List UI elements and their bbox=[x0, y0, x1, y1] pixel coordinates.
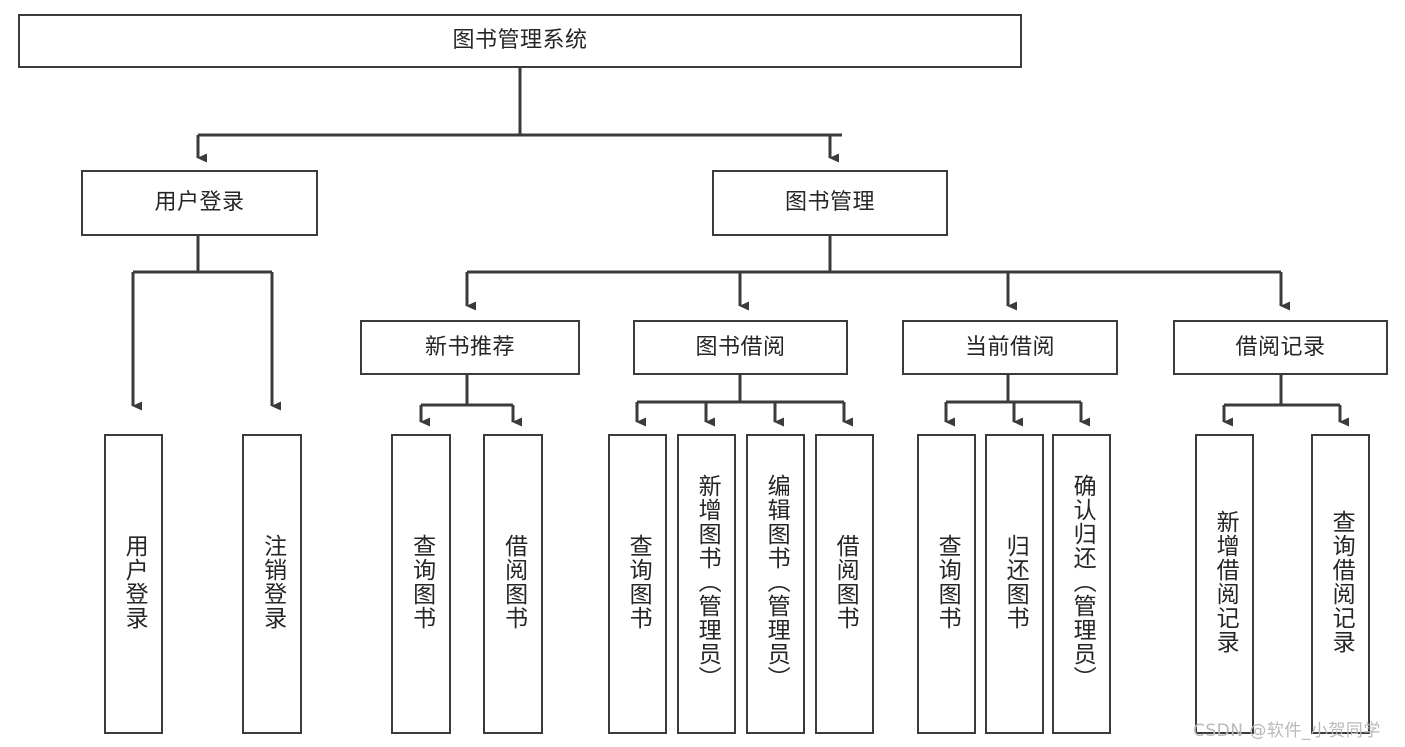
node-leaf-user-login-signin[interactable]: 用户登录 bbox=[104, 434, 163, 734]
node-new-book-recommend-label: 新书推荐 bbox=[424, 334, 515, 360]
node-leaf-label: 借阅图书 bbox=[832, 534, 859, 630]
node-book-management[interactable]: 图书管理 bbox=[712, 170, 948, 236]
node-new-book-recommend[interactable]: 新书推荐 bbox=[360, 320, 580, 375]
node-leaf-label: 借阅图书 bbox=[500, 534, 527, 630]
node-leaf-book-borrow-query[interactable]: 查询图书 bbox=[608, 434, 667, 734]
node-book-borrow[interactable]: 图书借阅 bbox=[633, 320, 848, 375]
node-leaf-book-borrow-add[interactable]: 新增图书（管理员） bbox=[677, 434, 736, 734]
node-root-book-management-system[interactable]: 图书管理系统 bbox=[18, 14, 1022, 68]
node-leaf-label: 查询借阅记录 bbox=[1328, 510, 1355, 654]
node-leaf-new-book-query[interactable]: 查询图书 bbox=[391, 434, 451, 734]
node-user-login[interactable]: 用户登录 bbox=[81, 170, 318, 236]
node-leaf-label: 新增借阅记录 bbox=[1212, 510, 1239, 654]
node-leaf-user-login-signout[interactable]: 注销登录 bbox=[242, 434, 302, 734]
node-leaf-label: 注销登录 bbox=[259, 534, 286, 630]
node-leaf-borrow-record-query[interactable]: 查询借阅记录 bbox=[1311, 434, 1370, 734]
node-leaf-current-borrow-confirm-return[interactable]: 确认归还（管理员） bbox=[1052, 434, 1111, 734]
node-leaf-label: 确认归还（管理员） bbox=[1069, 474, 1096, 690]
node-leaf-new-book-borrow[interactable]: 借阅图书 bbox=[483, 434, 543, 734]
node-leaf-current-borrow-query[interactable]: 查询图书 bbox=[917, 434, 976, 734]
node-root-label: 图书管理系统 bbox=[452, 28, 588, 54]
node-leaf-label: 查询图书 bbox=[408, 534, 435, 630]
node-current-borrow-label: 当前借阅 bbox=[964, 334, 1055, 360]
node-leaf-borrow-record-add[interactable]: 新增借阅记录 bbox=[1195, 434, 1254, 734]
node-book-management-label: 图书管理 bbox=[784, 190, 875, 216]
watermark-csdn: CSDN @软件_小贺同学 bbox=[1193, 721, 1381, 741]
node-leaf-label: 查询图书 bbox=[934, 534, 961, 630]
node-leaf-label: 新增图书（管理员） bbox=[694, 474, 721, 690]
node-user-login-label: 用户登录 bbox=[154, 190, 245, 216]
node-borrow-record-label: 借阅记录 bbox=[1235, 334, 1326, 360]
node-leaf-label: 用户登录 bbox=[121, 534, 148, 630]
node-book-borrow-label: 图书借阅 bbox=[695, 334, 786, 360]
node-leaf-label: 查询图书 bbox=[625, 534, 652, 630]
node-leaf-label: 归还图书 bbox=[1002, 534, 1029, 630]
node-borrow-record[interactable]: 借阅记录 bbox=[1173, 320, 1388, 375]
node-leaf-book-borrow-edit[interactable]: 编辑图书（管理员） bbox=[746, 434, 805, 734]
node-leaf-current-borrow-return[interactable]: 归还图书 bbox=[985, 434, 1044, 734]
node-current-borrow[interactable]: 当前借阅 bbox=[902, 320, 1118, 375]
node-leaf-book-borrow-borrow[interactable]: 借阅图书 bbox=[815, 434, 874, 734]
node-leaf-label: 编辑图书（管理员） bbox=[763, 474, 790, 690]
